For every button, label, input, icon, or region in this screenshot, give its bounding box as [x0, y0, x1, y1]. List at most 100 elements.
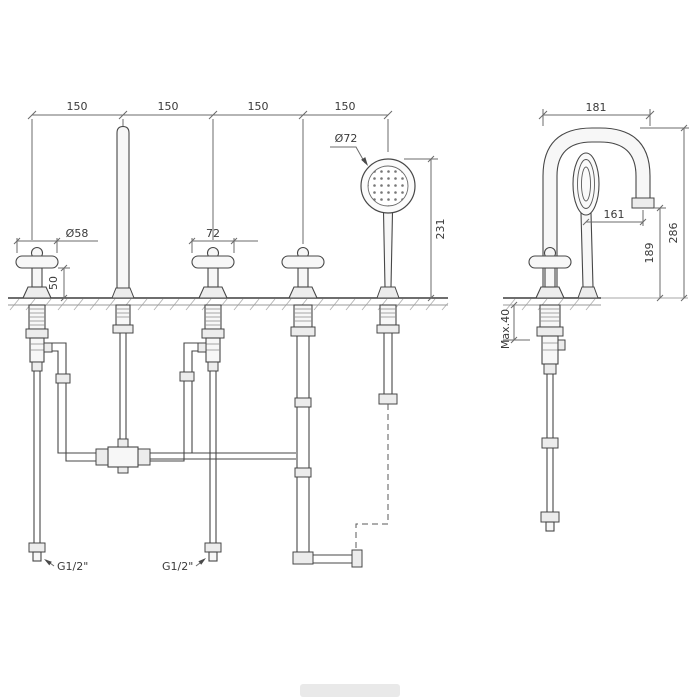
locknut — [201, 328, 225, 339]
dimension-lines — [58, 264, 70, 302]
supply-tube — [33, 371, 41, 543]
thread-lines — [205, 308, 221, 326]
spout-front — [111, 125, 135, 299]
locknut — [112, 324, 134, 334]
leader-arrow — [361, 157, 368, 166]
dimension-lines — [188, 237, 258, 253]
handshower-side — [572, 152, 600, 299]
handshower-grip — [382, 211, 394, 288]
dimension-handle-width: 72 — [188, 227, 258, 253]
dimension-lines — [27, 110, 393, 244]
aerator-outlet — [631, 197, 655, 209]
dimension-deck-thickness: Max.40 — [499, 301, 530, 349]
locknut — [290, 326, 316, 337]
handshower-front — [360, 158, 416, 299]
handle-diameter-label: Ø58 — [66, 227, 89, 240]
side-nub — [557, 339, 566, 351]
dimension-outlet-reach: 161 — [582, 208, 647, 226]
cartridge-bands — [542, 342, 558, 351]
connection-size-label: G1/2" — [57, 560, 88, 573]
flexible-hose-routing — [355, 404, 389, 550]
reach-label: 181 — [586, 101, 607, 114]
dimension-shower-diameter: Ø72 — [330, 132, 368, 166]
side-valve-body — [536, 304, 566, 532]
cross-handle-cold — [191, 246, 235, 299]
connector-tail — [545, 521, 555, 532]
total-height-label: 286 — [667, 223, 680, 244]
coupler — [541, 437, 559, 449]
supply-tube — [546, 374, 554, 438]
spacing-label-1: 150 — [67, 100, 88, 113]
dimension-lines — [538, 109, 655, 126]
connection-label-right: G1/2" — [162, 558, 206, 573]
valve-body-right — [197, 304, 225, 562]
dimension-spout-height: 189 — [643, 204, 666, 302]
hose-left-to-mixer — [52, 342, 96, 462]
bottom-fitting — [292, 551, 314, 565]
handshower-tail — [355, 304, 400, 550]
threaded-shank — [115, 304, 131, 326]
hose-nut — [378, 393, 398, 405]
hose-fitting — [179, 371, 195, 382]
reducer — [31, 361, 43, 372]
supply-tube — [209, 371, 217, 543]
shower-height-label: 231 — [434, 219, 447, 240]
locknut — [536, 326, 564, 337]
cartridge-bands — [30, 343, 44, 351]
connector-tail — [32, 551, 42, 562]
hose-fitting — [55, 373, 71, 384]
thread-lines — [116, 308, 130, 318]
hose-mixer-to-diverter — [150, 452, 296, 460]
bottom-nut — [204, 542, 222, 553]
hose-tube — [383, 333, 393, 394]
outlet-reach-label: 161 — [604, 208, 625, 221]
spout-height-label: 189 — [643, 243, 656, 264]
front-top-spacing-dimension: 150 150 150 150 — [27, 100, 393, 244]
hose-outline — [52, 342, 96, 462]
dimension-shower-height: 231 — [404, 155, 447, 302]
tee-body — [107, 446, 139, 468]
thread-lines — [540, 308, 560, 322]
dimension-lines — [640, 124, 689, 302]
hose-right-to-mixer — [150, 342, 198, 462]
spacing-label-3: 150 — [248, 100, 269, 113]
riser-tube — [119, 333, 127, 439]
valve-body-left — [25, 304, 53, 562]
locknut — [25, 328, 49, 339]
handle-width-label: 72 — [206, 227, 220, 240]
dimension-lines — [582, 210, 647, 226]
tee-top-port — [117, 438, 129, 448]
dimension-lines — [503, 301, 530, 344]
dimension-total-height: 286 — [640, 124, 689, 302]
leader-line — [330, 146, 366, 164]
spout-side — [542, 127, 655, 299]
spray-face — [367, 165, 409, 207]
leader-arrow — [44, 559, 52, 566]
shower-diameter-label: Ø72 — [335, 132, 358, 145]
dimension-handle-diameter: Ø58 — [13, 227, 98, 253]
hose-tube — [546, 448, 554, 512]
mixer-tee — [95, 438, 151, 474]
bottom-nut — [540, 511, 560, 523]
connection-label-left: G1/2" — [44, 559, 88, 573]
gooseneck-outline — [542, 127, 651, 299]
spacing-label-2: 150 — [158, 100, 179, 113]
holder-flange — [376, 286, 400, 299]
leader-arrow — [198, 558, 206, 565]
cartridge-bands — [206, 343, 220, 351]
handle-height-label: 50 — [47, 276, 60, 290]
side-deck — [503, 297, 688, 311]
head-mid-ring — [577, 159, 595, 209]
elbow-pipe — [313, 554, 352, 564]
threaded-shank — [379, 304, 397, 326]
head-inner-ring — [581, 166, 591, 202]
dimension-handle-height: 50 — [47, 264, 70, 302]
side-outlet — [197, 342, 207, 353]
holder-flange — [577, 286, 599, 299]
bottom-nut — [28, 542, 46, 553]
tee-bottom-port — [117, 466, 129, 474]
connection-size-label: G1/2" — [162, 560, 193, 573]
column-tube — [296, 336, 310, 552]
deck-thickness-label: Max.40 — [499, 309, 512, 349]
diverter-column — [290, 304, 363, 568]
